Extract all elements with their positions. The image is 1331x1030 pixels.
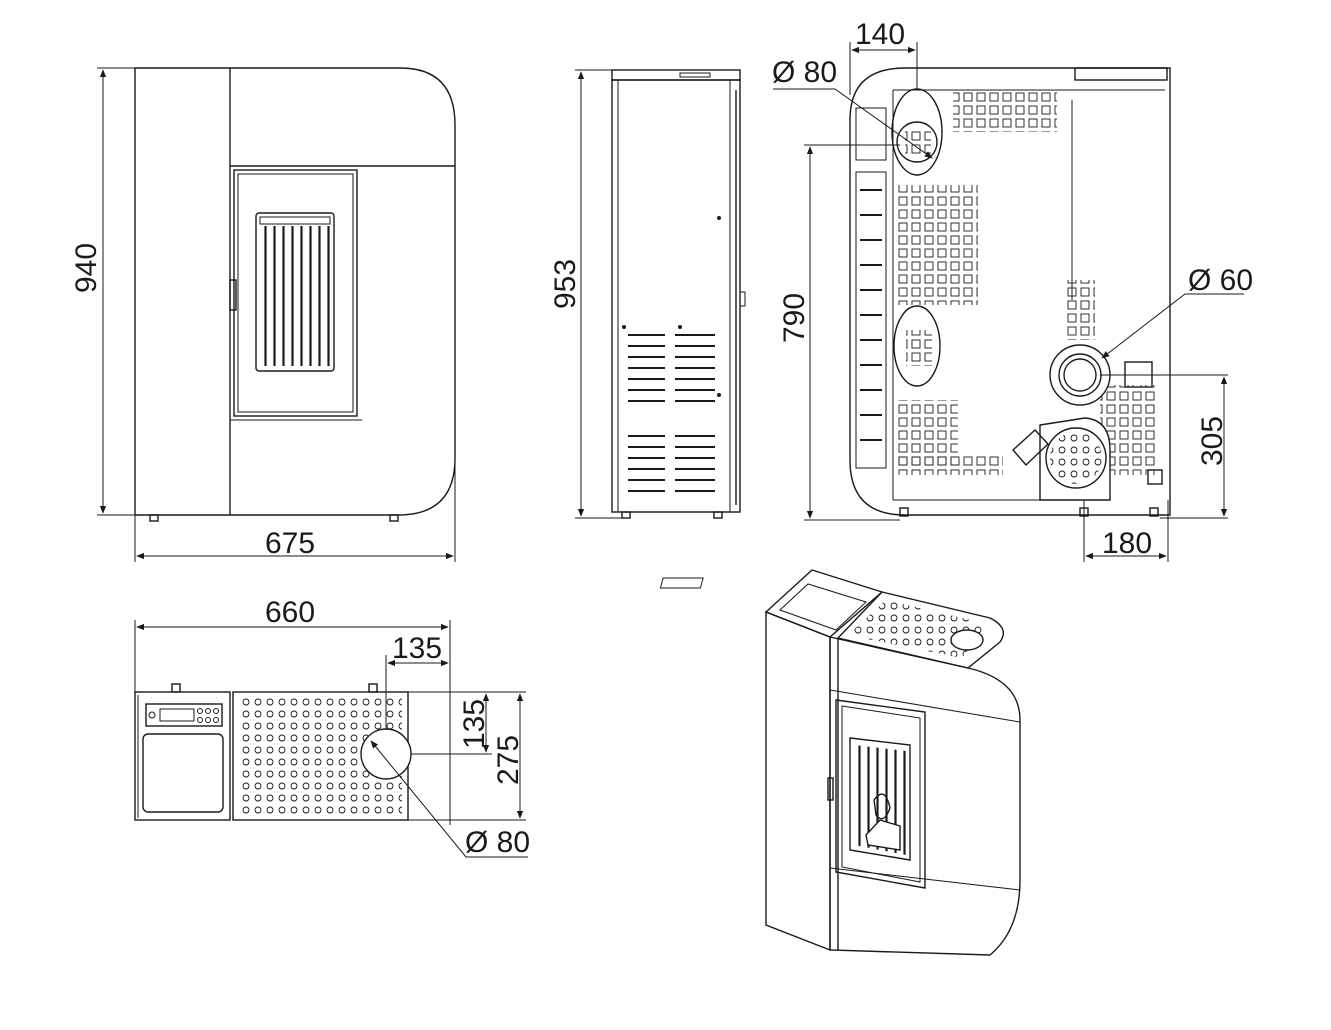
dim-rear-air-offset: 180 [1102, 527, 1152, 560]
dim-rear-air-height: 305 [1196, 416, 1229, 466]
dim-top-width: 660 [265, 596, 315, 629]
dim-side-height: 953 [549, 259, 582, 309]
dim-front-height: 940 [70, 243, 103, 293]
dim-rear-air-diameter: Ø 60 [1188, 264, 1253, 297]
side-vent-slots [622, 216, 721, 492]
dim-top-flue-diameter: Ø 80 [465, 826, 530, 859]
rear-view: 140 Ø 80 790 Ø 60 305 180 [772, 18, 1253, 562]
dim-rear-height: 790 [778, 293, 811, 343]
isometric-view [659, 569, 1021, 956]
dim-rear-top-offset: 140 [855, 18, 905, 51]
dim-top-flue-y: 135 [458, 699, 491, 749]
rear-left-slots [860, 189, 882, 441]
dim-front-width: 675 [265, 527, 315, 560]
front-view: 940 675 [70, 67, 456, 562]
dim-rear-flue-diameter: Ø 80 [772, 56, 837, 89]
side-view: 953 [549, 69, 746, 519]
top-view: 660 135 135 275 Ø 80 [134, 596, 530, 859]
dim-top-flue-x: 135 [392, 632, 442, 665]
dim-top-depth: 275 [492, 735, 525, 785]
